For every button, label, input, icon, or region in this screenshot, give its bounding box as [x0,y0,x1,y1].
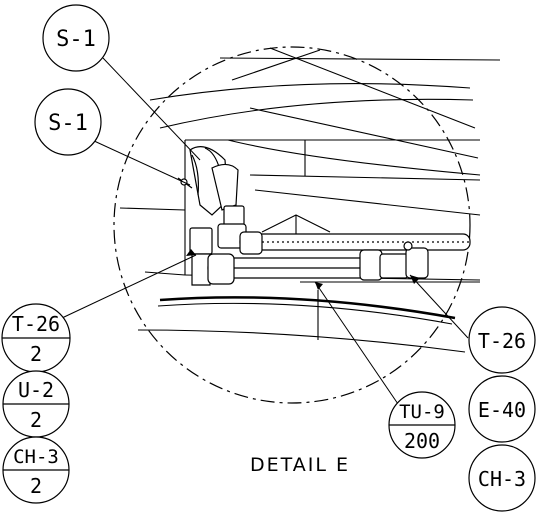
callout-tu9-top-text: TU-9 [399,401,445,423]
callout-e40: E-40 [468,375,536,443]
callout-s1-mid-text: S-1 [48,111,88,136]
callout-t26-right: T-26 [468,306,536,374]
callout-t26-right-text: T-26 [478,329,526,353]
detail-interior [119,47,501,353]
callout-t26-left: T-26 2 [1,303,71,373]
callout-ch3-left-bottom-text: 2 [30,474,42,498]
callout-ch3-left-top-text: CH-3 [13,446,59,468]
leader-lines [61,57,469,405]
plumbing-assembly [177,146,471,286]
callout-u2-left-bottom-text: 2 [30,408,42,432]
callout-t26-left-top-text: T-26 [12,312,60,336]
detail-caption: DETAIL E [250,454,350,476]
leader-arrowheads [186,249,420,290]
callout-s1-top-text: S-1 [56,27,96,52]
callout-s1-mid: S-1 [34,88,102,156]
callout-ch3-right-text: CH-3 [478,467,526,491]
callout-tu9-bottom-text: 200 [404,429,440,453]
detail-boundary-circle [113,46,471,404]
callout-u2-left: U-2 2 [2,370,70,438]
callout-u2-left-top-text: U-2 [18,378,54,402]
callout-tu9: TU-9 200 [388,391,456,459]
callout-e40-text: E-40 [478,398,526,422]
callout-ch3-left: CH-3 2 [2,436,70,504]
callout-ch3-right: CH-3 [468,444,536,512]
callout-s1-top: S-1 [42,4,110,72]
callout-t26-left-bottom-text: 2 [30,342,42,366]
